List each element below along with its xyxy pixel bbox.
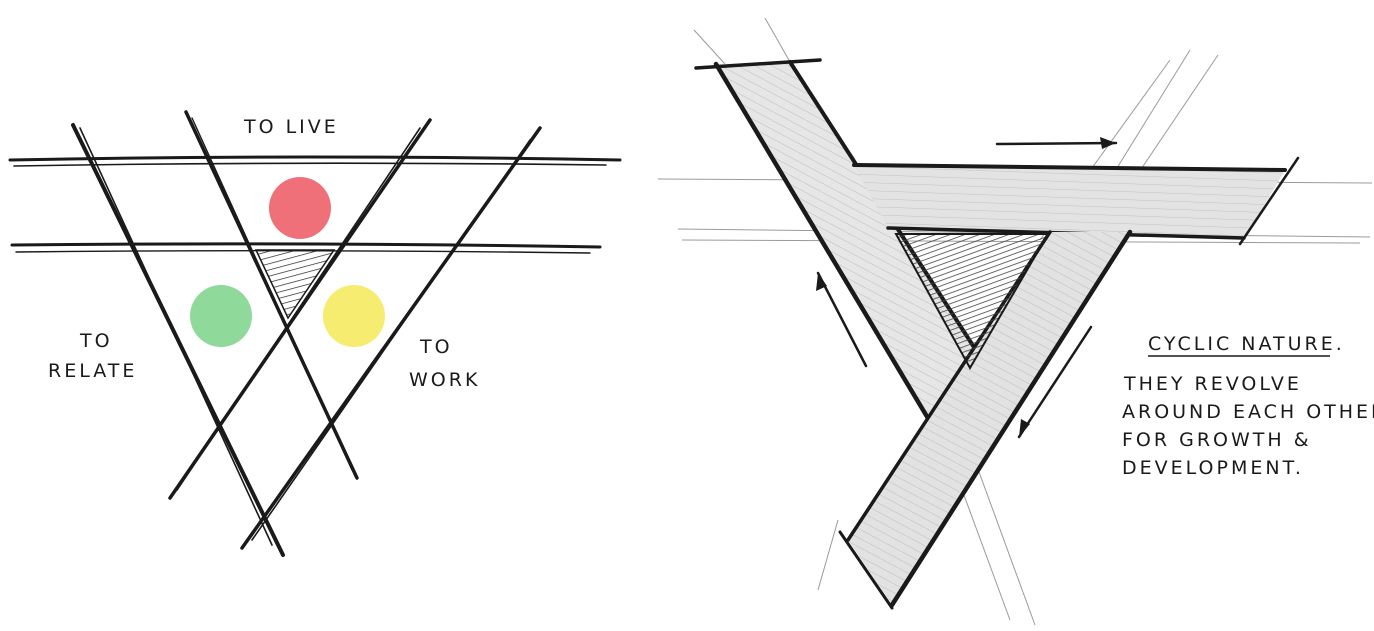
work-circle: [323, 285, 385, 347]
right-sketch: CYCLIC NATURE. THEY REVOLVE AROUND EACH …: [658, 18, 1374, 625]
to-live-label: TO LIVE: [243, 116, 339, 138]
left-sketch: TO LIVE TO RELATE TO WORK: [10, 112, 620, 555]
to-work-label-line1: TO: [419, 336, 453, 358]
body-line-4: DEVELOPMENT.: [1122, 457, 1304, 479]
cyclic-nature-title: CYCLIC NATURE.: [1148, 333, 1345, 355]
to-relate-label-line2: RELATE: [48, 360, 137, 382]
to-relate-label-line1: TO: [79, 330, 113, 352]
live-circle: [269, 177, 331, 239]
body-line-1: THEY REVOLVE: [1123, 373, 1302, 395]
body-line-2: AROUND EACH OTHER: [1122, 401, 1374, 423]
relate-circle: [190, 285, 252, 347]
arrow-right-icon: [997, 137, 1116, 149]
to-work-label-line2: WORK: [409, 369, 480, 391]
body-line-3: FOR GROWTH &: [1122, 429, 1312, 451]
